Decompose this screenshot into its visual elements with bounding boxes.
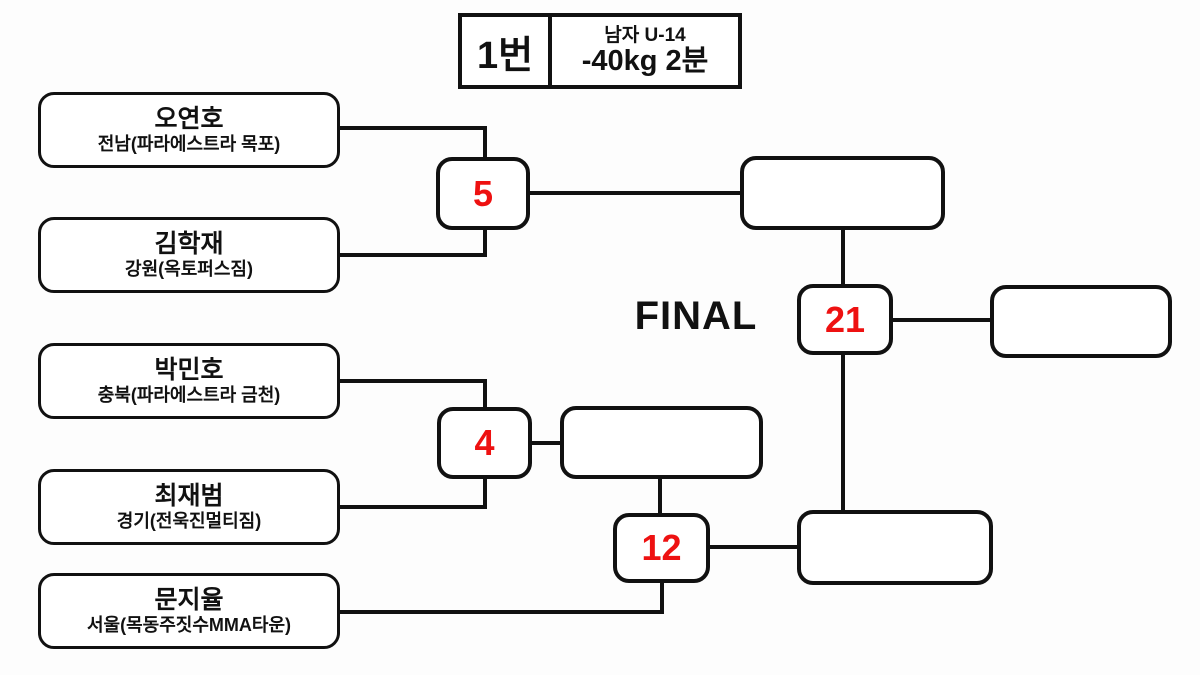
connector-player2-v <box>483 227 487 257</box>
final-label: FINAL <box>634 294 758 338</box>
match-number: 4 <box>474 422 495 463</box>
player-team: 전남(파라에스트라 목포) <box>97 134 281 155</box>
winner-box-semifinal-top <box>740 156 945 230</box>
player-box-1: 오연호 전남(파라에스트라 목포) <box>38 92 340 168</box>
connector-player1-v <box>483 126 487 160</box>
event-category: 남자 U-14 <box>604 24 686 46</box>
connector-player3-v <box>483 379 487 410</box>
player-name: 문지율 <box>154 586 224 615</box>
event-info: 남자 U-14 -40kg 2분 <box>552 17 738 85</box>
connector-player1-h <box>338 126 487 130</box>
connector-qfwinner-match12-v <box>658 477 662 515</box>
match-box-4: 4 <box>437 407 532 479</box>
player-name: 박민호 <box>154 356 224 385</box>
event-header: 1번 남자 U-14 -40kg 2분 <box>458 13 742 89</box>
connector-semitop-final-v <box>841 228 845 286</box>
player-team: 서울(목동주짓수MMA타운) <box>86 615 291 636</box>
match-number: 5 <box>472 172 494 214</box>
connector-final-semibottom-v <box>841 353 845 512</box>
connector-player2-h <box>338 253 487 257</box>
connector-match12-winner-h <box>708 545 799 549</box>
connector-player4-h <box>338 505 487 509</box>
connector-player4-v <box>483 477 487 509</box>
player-team: 경기(전욱진멀티짐) <box>116 511 262 532</box>
player-team: 충북(파라에스트라 금천) <box>97 385 281 406</box>
event-number: 1번 <box>462 17 552 85</box>
winner-box-champion <box>990 285 1172 358</box>
winner-box-quarterfinal-bottom <box>560 406 763 479</box>
player-box-3: 박민호 충북(파라에스트라 금천) <box>38 343 340 419</box>
match-box-5: 5 <box>436 157 530 230</box>
player-team: 강원(옥토퍼스짐) <box>125 259 253 280</box>
connector-final-champion-h <box>891 318 992 322</box>
connector-match4-winner-h <box>530 441 562 445</box>
match-box-21: 21 <box>797 284 893 355</box>
event-weight-time: -40kg 2분 <box>581 44 709 77</box>
match-box-12: 12 <box>613 513 710 583</box>
player-box-5: 문지율 서울(목동주짓수MMA타운) <box>38 573 340 649</box>
player-name: 오연호 <box>154 105 224 134</box>
connector-player5-v <box>660 581 664 614</box>
match-number: 21 <box>824 298 866 340</box>
player-name: 최재범 <box>154 482 224 511</box>
connector-match5-winner-h <box>528 191 742 195</box>
player-name: 김학재 <box>154 230 224 259</box>
player-box-4: 최재범 경기(전욱진멀티짐) <box>38 469 340 545</box>
connector-player3-h <box>338 379 487 383</box>
connector-player5-h <box>338 610 664 614</box>
winner-box-semifinal-bottom <box>797 510 993 585</box>
player-box-2: 김학재 강원(옥토퍼스짐) <box>38 217 340 293</box>
match-number: 12 <box>641 527 682 568</box>
